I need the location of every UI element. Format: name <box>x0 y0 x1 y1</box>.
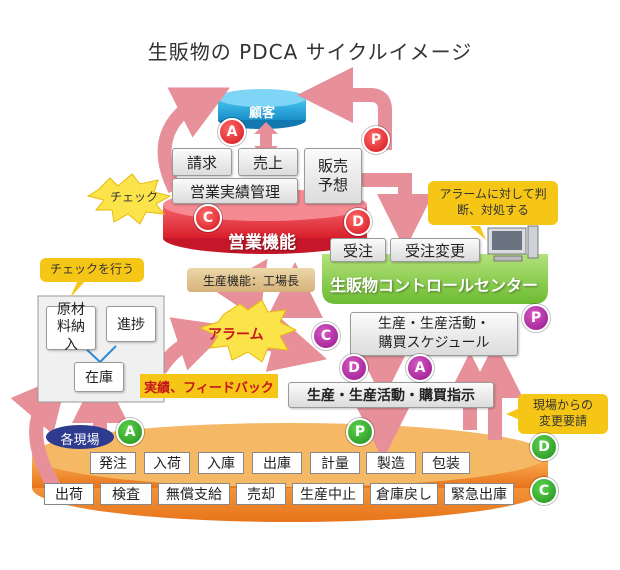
floor-item: 倉庫戻し <box>370 483 438 505</box>
tab-order-change: 受注変更 <box>390 238 480 262</box>
customer-label: 顧客 <box>248 106 275 121</box>
control-center-label: 生販物コントロールセンター <box>330 276 539 295</box>
control-center-block <box>322 254 548 304</box>
floor-item: 発注 <box>90 452 136 474</box>
factory-manager-box: 生産機能：工場長 <box>187 268 315 292</box>
floor-item: 包装 <box>422 452 470 474</box>
do-badge-center: D <box>340 354 368 382</box>
site-item-materials: 原材料納入 <box>46 302 96 353</box>
alarm-burst <box>198 299 298 363</box>
site-callout-tail <box>506 408 520 420</box>
computer-icon <box>487 225 539 262</box>
floor-item: 無償支給 <box>158 483 230 505</box>
check-callout-tail <box>70 280 86 298</box>
do-badge-site: D <box>530 433 558 461</box>
check-badge-site: C <box>530 477 558 505</box>
do-badge-sales: D <box>344 208 372 236</box>
site-label: 各現場 <box>60 433 100 448</box>
floor-item: 計量 <box>310 452 360 474</box>
site-label-ellipse <box>46 425 114 449</box>
check-burst-label: チェック <box>110 190 159 204</box>
floor-item: 緊急出庫 <box>444 483 514 505</box>
feedback-label: 実績、フィードバック <box>140 374 278 398</box>
instruction-box: 生産・生産活動・購買指示 <box>288 382 494 408</box>
plan-badge-center: P <box>522 304 550 332</box>
act-badge-sales: A <box>218 118 246 146</box>
floor-item: 製造 <box>366 452 416 474</box>
site-request-callout: 現場からの変更要請 <box>518 394 608 434</box>
check-badge-sales: C <box>194 204 222 232</box>
floor-item: 入荷 <box>144 452 190 474</box>
floor-item: 検査 <box>100 483 152 505</box>
floor-item: 出庫 <box>252 452 302 474</box>
schedule-box: 生産・生産活動・購買スケジュール <box>350 312 518 356</box>
sales-box-billing: 請求 <box>172 148 232 176</box>
floor-item: 売却 <box>236 483 286 505</box>
sales-box-forecast: 販売予想 <box>304 148 362 204</box>
plan-badge-sales: P <box>362 126 390 154</box>
alarm-label: アラーム <box>208 327 264 343</box>
act-badge-center: A <box>406 354 434 382</box>
site-item-inventory: 在庫 <box>74 362 124 392</box>
act-badge-site: A <box>116 418 144 446</box>
sales-box-revenue: 売上 <box>238 148 298 176</box>
floor-item: 生産中止 <box>292 483 364 505</box>
check-callout: チェックを行う <box>40 258 144 282</box>
check-burst <box>86 173 172 225</box>
sales-box-performance: 営業実績管理 <box>172 178 298 204</box>
floor-item: 出荷 <box>44 483 94 505</box>
page-title: 生販物の PDCA サイクルイメージ <box>147 40 473 64</box>
alarm-handling-callout: アラームに対して判断、対処する <box>428 181 558 225</box>
floor-item: 入庫 <box>198 452 244 474</box>
check-badge-center: C <box>312 322 340 350</box>
sales-function-label: 営業機能 <box>228 233 296 253</box>
tab-order: 受注 <box>330 238 386 262</box>
site-item-progress: 進捗 <box>106 306 156 342</box>
alarm-callout-tail <box>470 226 486 240</box>
plan-badge-site: P <box>346 418 374 446</box>
